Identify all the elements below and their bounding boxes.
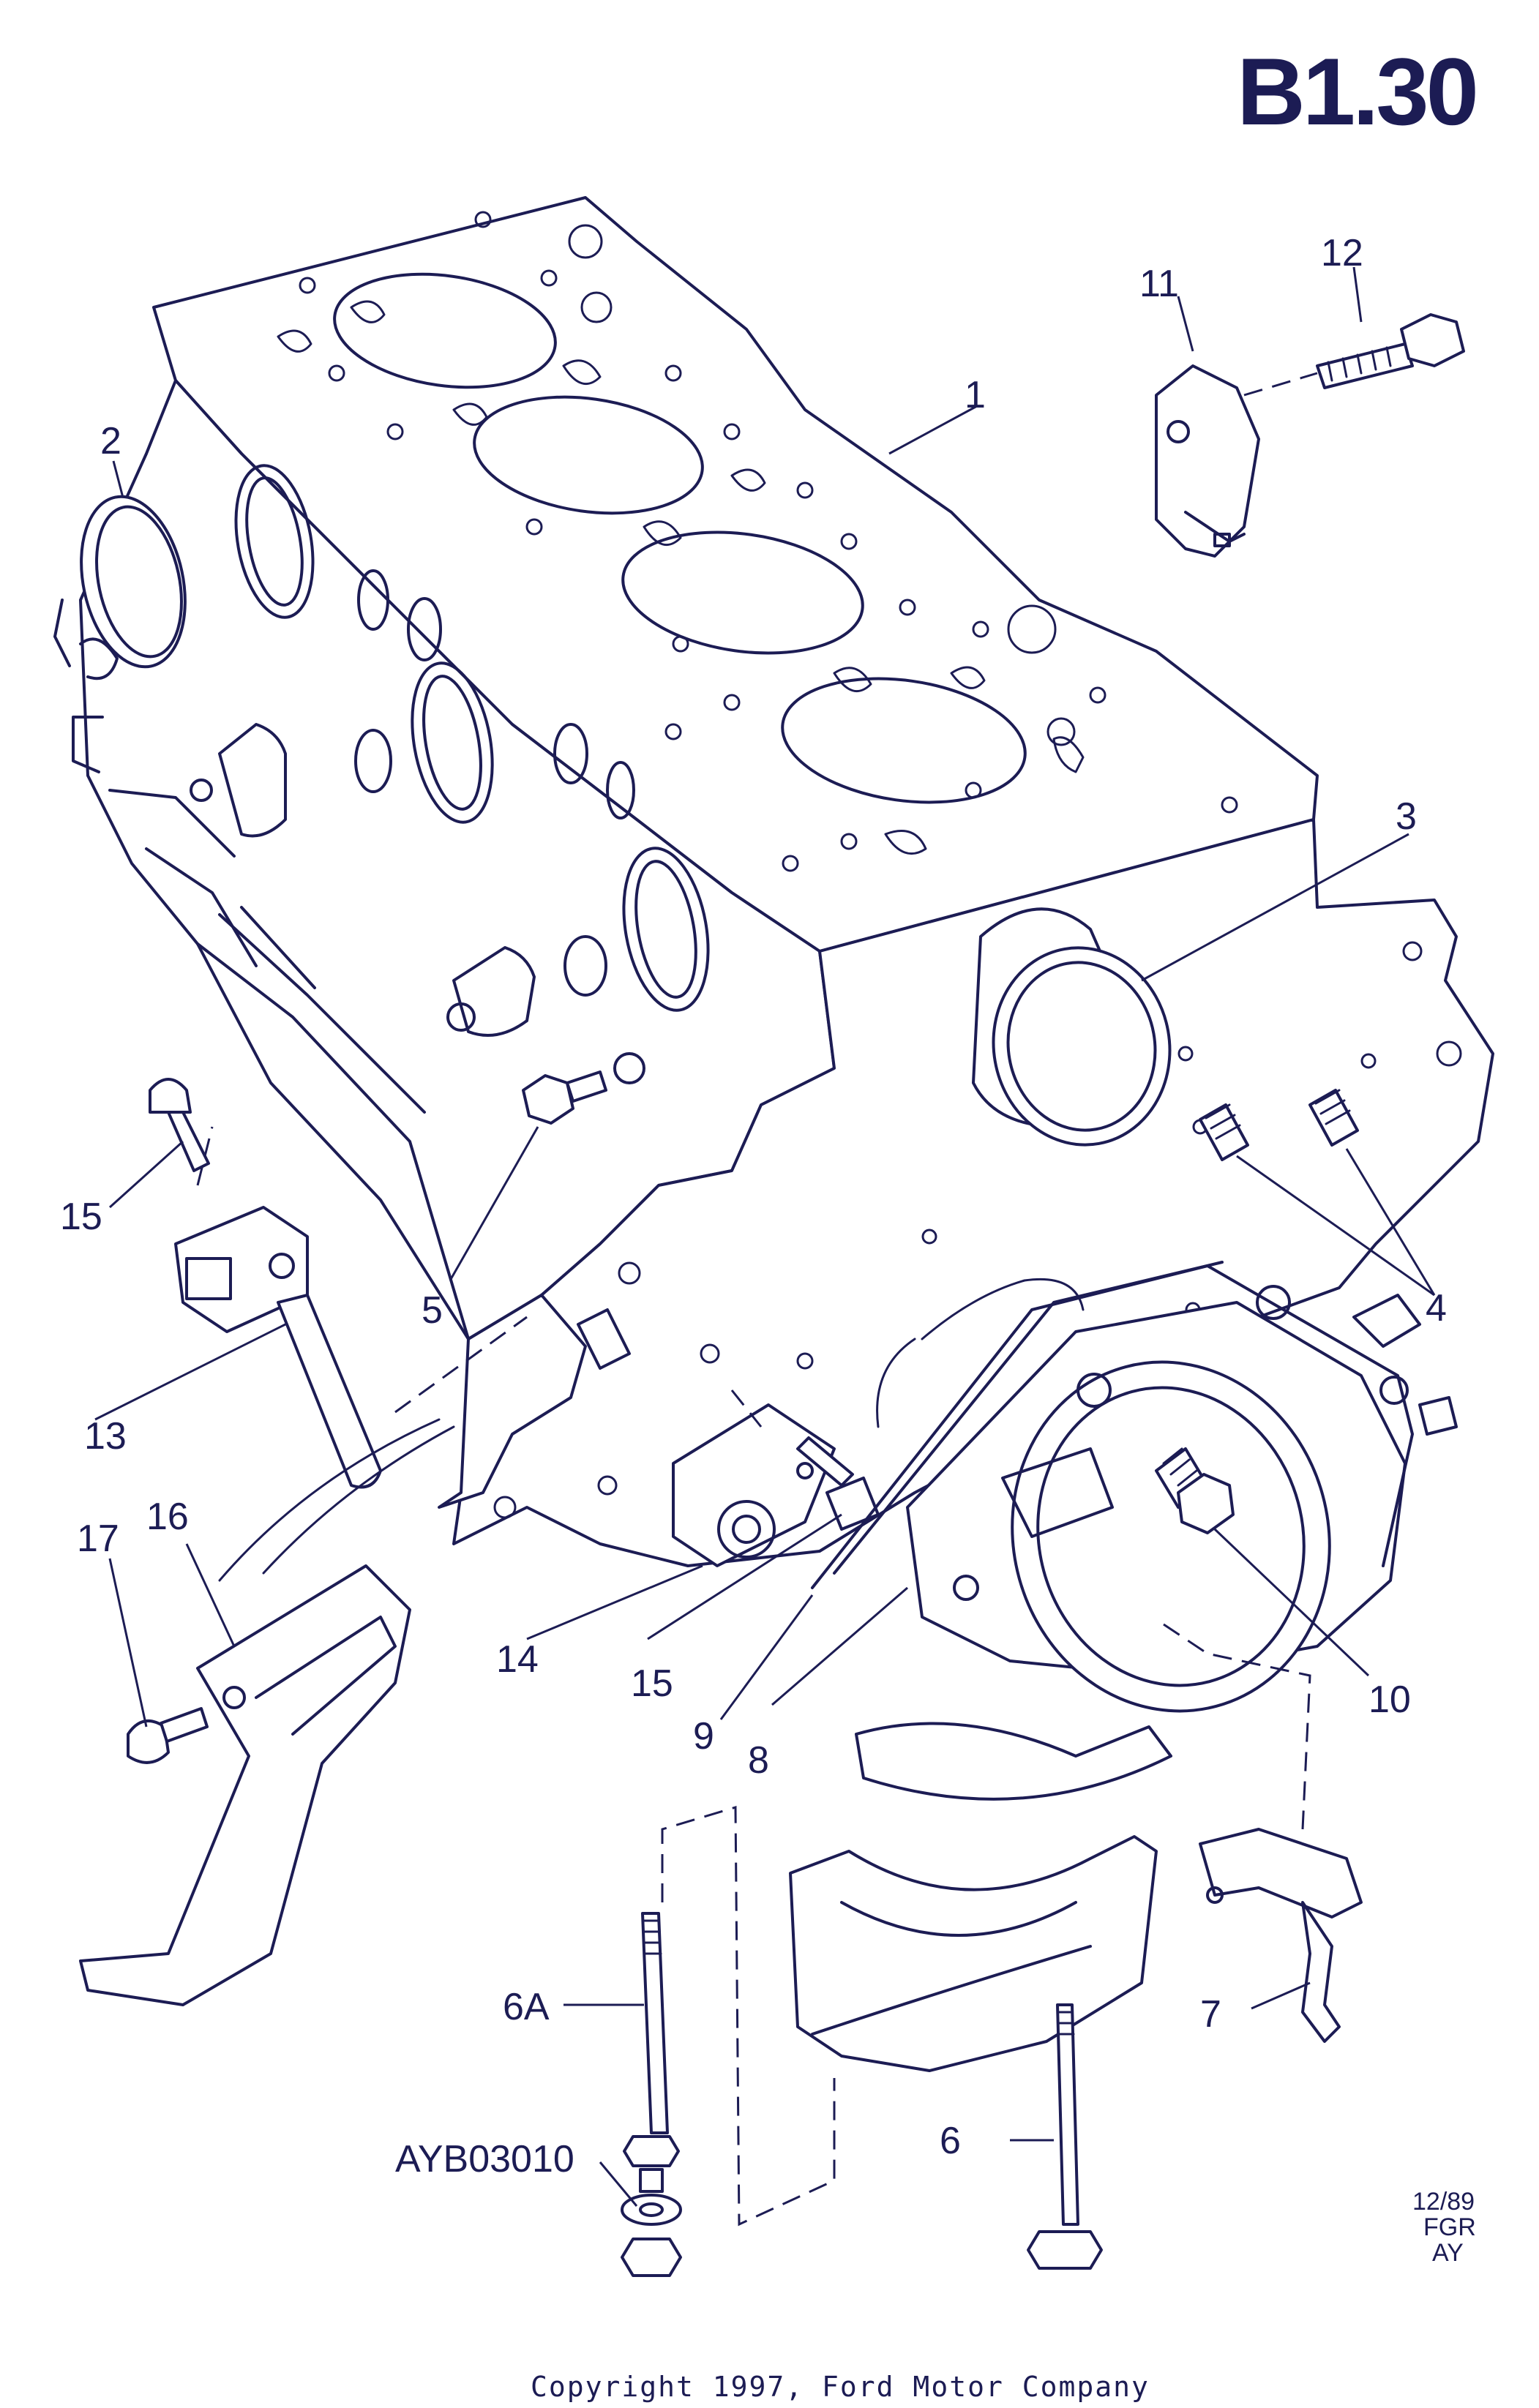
callout-13: 13 [84,1415,127,1458]
cylinder-block [72,196,1494,1567]
callout-9: 9 [693,1715,714,1758]
carrier-bolt [1155,1447,1235,1534]
assembly-lines [196,372,1318,2227]
crankshaft-sensor [174,1206,382,1489]
callout-14: 14 [496,1638,539,1681]
callout-7: 7 [1200,1993,1221,2036]
callout-17: 17 [77,1518,119,1560]
date-stamp: 12/89 FGR AY [1412,2188,1476,2267]
grub-screws [1199,1089,1359,1161]
callout-15-upper: 15 [60,1196,102,1238]
callout-6a: 6A [503,1986,550,2028]
main-bearing-shell [855,1722,1172,1801]
sensor-bracket [1155,364,1260,558]
hex-bolt-small [522,1070,607,1125]
baffle-screw [127,1707,209,1764]
callout-16: 16 [146,1496,189,1538]
callout-10: 10 [1368,1679,1411,1721]
date-stamp-line1: 12/89 [1412,2188,1475,2216]
date-stamp-line3: AY [1432,2239,1464,2267]
sensor-screw [149,1078,210,1172]
callout-15-lower: 15 [631,1662,673,1705]
callout-11: 11 [1139,263,1179,305]
rear-oil-seal-carrier [906,1285,1458,1713]
reference-code: AYB03010 [395,2138,574,2180]
callout-12: 12 [1321,232,1363,274]
page-code: B1.30 [1237,38,1476,145]
core-plug-left [53,495,187,669]
callout-1: 1 [965,374,986,416]
bracket-bolt [1316,313,1465,389]
wiring-clip [1199,1828,1363,2043]
oil-baffle-bracket [79,1564,411,2006]
callout-2: 2 [100,420,121,462]
rear-gasket [811,1261,1414,1589]
callout-5: 5 [422,1289,443,1332]
callout-4: 4 [1426,1287,1447,1329]
main-cap-stud [621,1912,682,2277]
oil-gallery-plug [672,1403,836,1567]
date-stamp-line2: FGR [1423,2213,1476,2241]
main-bearing-cap [789,1835,1158,2072]
callout-6: 6 [940,2120,961,2162]
leader-lines [94,266,1436,2142]
core-plug-right [972,907,1172,1147]
copyright-notice: Copyright 1997, Ford Motor Company [531,2371,1150,2403]
decorative-arcs [218,1418,455,1582]
callout-labels: 1 2 3 4 5 6 6A 7 8 9 10 11 12 13 14 15 1… [60,232,1447,2162]
main-cap-bolt [1027,2003,1103,2270]
callout-3: 3 [1396,795,1417,838]
callout-8: 8 [748,1739,769,1782]
